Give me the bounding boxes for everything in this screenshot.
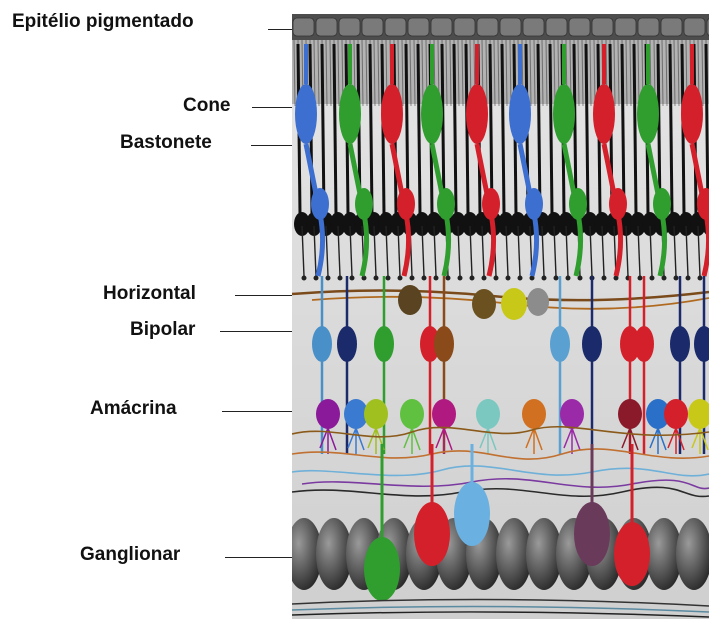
label-amacrine: Amácrina <box>90 399 177 418</box>
label-horizontal: Horizontal <box>103 284 196 303</box>
retina-cell-layers-illustration <box>292 14 709 619</box>
leader-rod <box>251 145 293 146</box>
label-rod: Bastonete <box>120 133 212 152</box>
label-pigment-epithelium: Epitélio pigmentado <box>12 12 194 31</box>
label-ganglion: Ganglionar <box>80 545 180 564</box>
label-cone: Cone <box>183 96 231 115</box>
label-bipolar: Bipolar <box>130 320 195 339</box>
leader-cone <box>252 107 292 108</box>
